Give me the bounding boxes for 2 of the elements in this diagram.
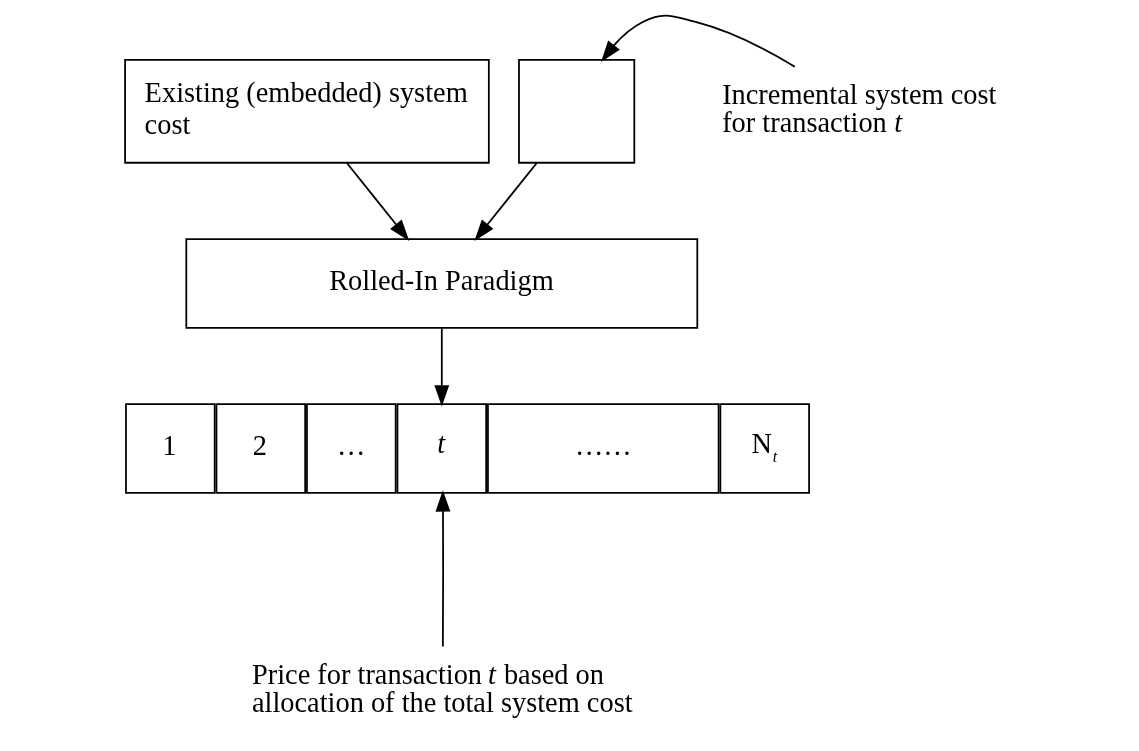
node-text: Incremental system cost for transaction t <box>721 78 996 139</box>
node-text: Price for transaction t based on allocation of the total system cost <box>251 659 633 719</box>
